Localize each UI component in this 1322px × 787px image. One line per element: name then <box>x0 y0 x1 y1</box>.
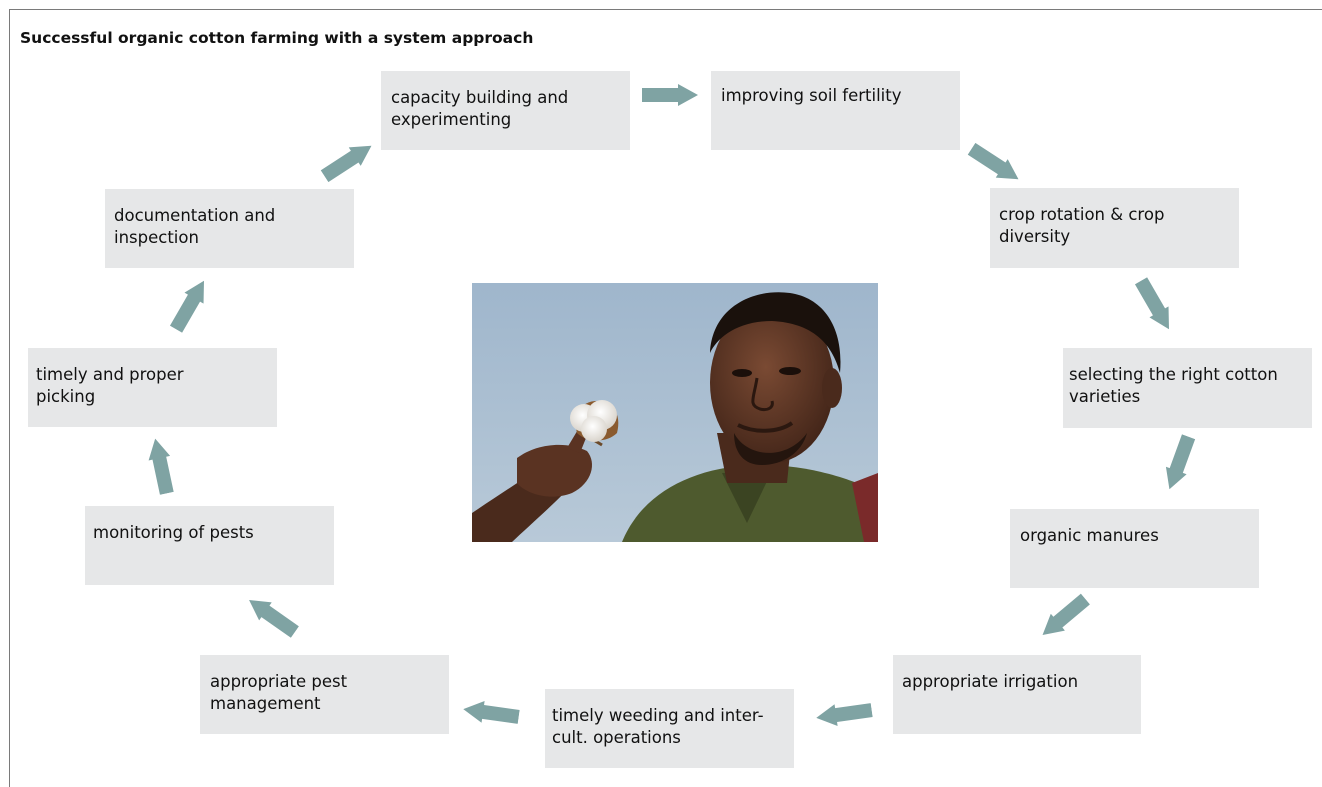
step-soil-fertility: improving soil fertility <box>711 71 960 150</box>
arrow-icon <box>319 137 378 186</box>
step-picking: timely and proper picking <box>28 348 277 427</box>
arrow-icon <box>1131 275 1178 334</box>
step-monitoring-pests: monitoring of pests <box>85 506 334 585</box>
step-label: organic manures <box>1020 526 1159 545</box>
step-weeding: timely weeding and inter-cult. operation… <box>545 689 794 768</box>
step-label: improving soil fertility <box>721 86 902 105</box>
arrow-icon <box>166 275 213 334</box>
step-label: crop rotation & crop diversity <box>999 205 1165 246</box>
figure-frame <box>9 9 1322 787</box>
step-label: selecting the right cotton varieties <box>1069 365 1278 406</box>
arrow-icon <box>966 140 1025 189</box>
step-label: capacity building and experimenting <box>391 88 569 129</box>
diagram-title: Successful organic cotton farming with a… <box>20 29 534 47</box>
step-label: timely and proper picking <box>36 365 184 406</box>
arrow-icon <box>243 591 301 641</box>
arrow-icon <box>462 698 521 728</box>
arrow-icon <box>1035 591 1092 644</box>
step-label: timely weeding and inter-cult. operation… <box>552 706 764 747</box>
step-irrigation: appropriate irrigation <box>893 655 1141 734</box>
step-cotton-varieties: selecting the right cotton varieties <box>1063 348 1312 428</box>
step-pest-management: appropriate pest management <box>200 655 449 734</box>
step-organic-manures: organic manures <box>1010 509 1259 588</box>
step-label: monitoring of pests <box>93 523 254 542</box>
arrow-icon <box>144 436 177 495</box>
arrow-icon <box>1159 433 1199 493</box>
step-crop-rotation: crop rotation & crop diversity <box>990 188 1239 268</box>
step-capacity-building: capacity building and experimenting <box>381 71 630 150</box>
arrow-icon <box>815 699 874 729</box>
step-label: appropriate pest management <box>210 672 348 713</box>
step-label: appropriate irrigation <box>902 672 1079 691</box>
step-label: documentation and inspection <box>114 206 276 247</box>
arrow-icon <box>642 84 698 106</box>
farmer-cotton-photo <box>472 283 878 542</box>
step-documentation: documentation and inspection <box>105 189 354 268</box>
